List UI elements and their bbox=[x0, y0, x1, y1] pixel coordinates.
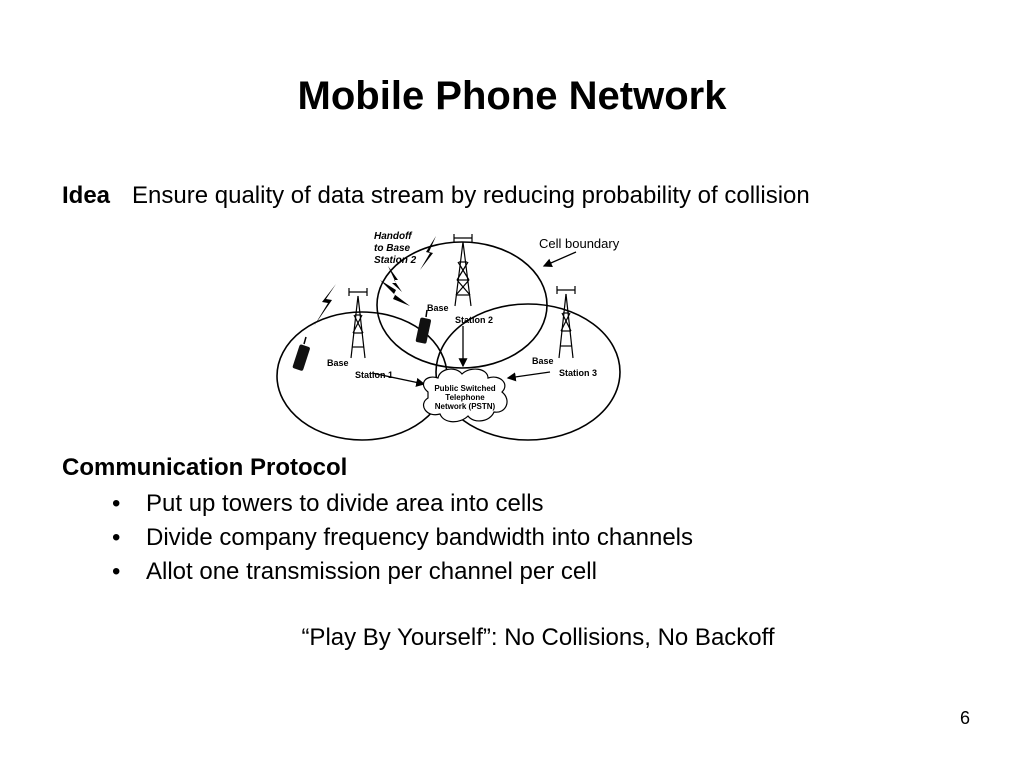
protocol-list: • Put up towers to divide area into cells… bbox=[112, 487, 693, 589]
cellular-network-diagram: Handoff to Base Station 2 Cell boundary … bbox=[276, 231, 621, 441]
list-item-text: Allot one transmission per channel per c… bbox=[146, 558, 597, 585]
handoff-label: Station 2 bbox=[374, 255, 417, 266]
lightning-bolt-icon bbox=[420, 236, 436, 270]
page-number: 6 bbox=[959, 708, 970, 728]
bullet-icon: • bbox=[112, 490, 121, 517]
list-item-text: Divide company frequency bandwidth into … bbox=[146, 524, 693, 551]
base-station-1-label: Station 1 bbox=[355, 370, 393, 380]
pstn-link-arrow-3 bbox=[506, 371, 551, 382]
lightning-bolt-icon bbox=[380, 280, 410, 306]
idea-statement: Idea Ensure quality of data stream by red… bbox=[62, 180, 810, 212]
base-station-2-label: Station 2 bbox=[455, 315, 493, 325]
base-station-3-tower-icon bbox=[556, 286, 576, 359]
pstn-label: Telephone bbox=[445, 393, 485, 402]
pstn-label: Network (PSTN) bbox=[435, 402, 496, 411]
list-item-text: Put up towers to divide area into cells bbox=[146, 490, 544, 517]
mobile-phone-1-icon bbox=[292, 336, 310, 371]
handoff-label: Handoff bbox=[374, 231, 413, 242]
base-station-2-label: Base bbox=[427, 303, 449, 313]
base-station-3-label: Base bbox=[532, 356, 554, 366]
cell-boundary-arrow bbox=[542, 251, 577, 268]
cell-boundary-label: Cell boundary bbox=[539, 236, 620, 251]
handoff-label: to Base bbox=[374, 243, 411, 254]
protocol-heading: Communication Protocol bbox=[62, 454, 348, 481]
list-item: • Allot one transmission per channel per … bbox=[112, 555, 693, 589]
lightning-bolt-icon bbox=[388, 266, 402, 292]
pstn-cloud-icon bbox=[423, 368, 508, 423]
list-item: • Divide company frequency bandwidth into… bbox=[112, 521, 693, 555]
base-station-2-tower-icon bbox=[453, 234, 473, 307]
idea-label: Idea bbox=[62, 182, 111, 209]
idea-text: Ensure quality of data stream by reducin… bbox=[132, 182, 810, 209]
lightning-bolt-icon bbox=[314, 284, 336, 326]
bullet-icon: • bbox=[112, 558, 121, 585]
list-item: • Put up towers to divide area into cells bbox=[112, 487, 693, 521]
base-station-1-tower-icon bbox=[348, 288, 368, 359]
base-station-1-label: Base bbox=[327, 358, 349, 368]
pstn-label: Public Switched bbox=[434, 384, 495, 393]
pstn-link-arrow-1 bbox=[371, 372, 426, 387]
motto-text: “Play By Yourself”: No Collisions, No Ba… bbox=[301, 624, 775, 651]
cell-3-boundary bbox=[435, 303, 621, 441]
base-station-3-label: Station 3 bbox=[559, 368, 597, 378]
mobile-phone-2-icon bbox=[415, 309, 431, 344]
slide-title: Mobile Phone Network bbox=[297, 74, 727, 118]
bullet-icon: • bbox=[112, 524, 121, 551]
